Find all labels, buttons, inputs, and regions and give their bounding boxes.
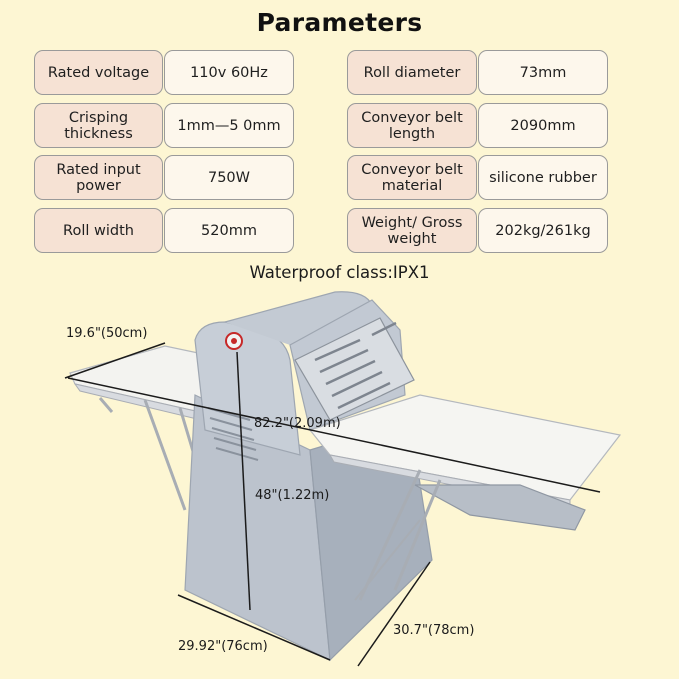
param-value-conveyor-belt-material: silicone rubber bbox=[478, 155, 608, 200]
param-value-rated-voltage: 110v 60Hz bbox=[164, 50, 294, 95]
param-label-rated-voltage: Rated voltage bbox=[34, 50, 163, 95]
dimension-base-width: 29.92"(76cm) bbox=[178, 639, 268, 654]
dimension-base-depth: 30.7"(78cm) bbox=[393, 623, 475, 638]
param-label-conveyor-belt-material: Conveyor belt material bbox=[347, 155, 477, 200]
param-value-rated-input-power: 750W bbox=[164, 155, 294, 200]
dimension-length: 82.2"(2.09m) bbox=[254, 416, 341, 431]
param-value-conveyor-belt-length: 2090mm bbox=[478, 103, 608, 148]
param-value-roll-width: 520mm bbox=[164, 208, 294, 253]
dimension-height: 48"(1.22m) bbox=[255, 488, 330, 503]
param-value-crisping-thickness: 1mm—5 0mm bbox=[164, 103, 294, 148]
param-label-weight: Weight/ Gross weight bbox=[347, 208, 477, 253]
param-value-roll-diameter: 73mm bbox=[478, 50, 608, 95]
param-label-crisping-thickness: Crisping thickness bbox=[34, 103, 163, 148]
param-label-roll-width: Roll width bbox=[34, 208, 163, 253]
param-label-rated-input-power: Rated input power bbox=[34, 155, 163, 200]
param-label-conveyor-belt-length: Conveyor belt length bbox=[347, 103, 477, 148]
param-label-roll-diameter: Roll diameter bbox=[347, 50, 477, 95]
param-value-weight: 202kg/261kg bbox=[478, 208, 608, 253]
page-title: Parameters bbox=[256, 8, 423, 37]
dough-sheeter-illustration bbox=[64, 291, 622, 667]
waterproof-class: Waterproof class:IPX1 bbox=[249, 263, 430, 282]
dimension-belt-width: 19.6"(50cm) bbox=[66, 326, 148, 341]
